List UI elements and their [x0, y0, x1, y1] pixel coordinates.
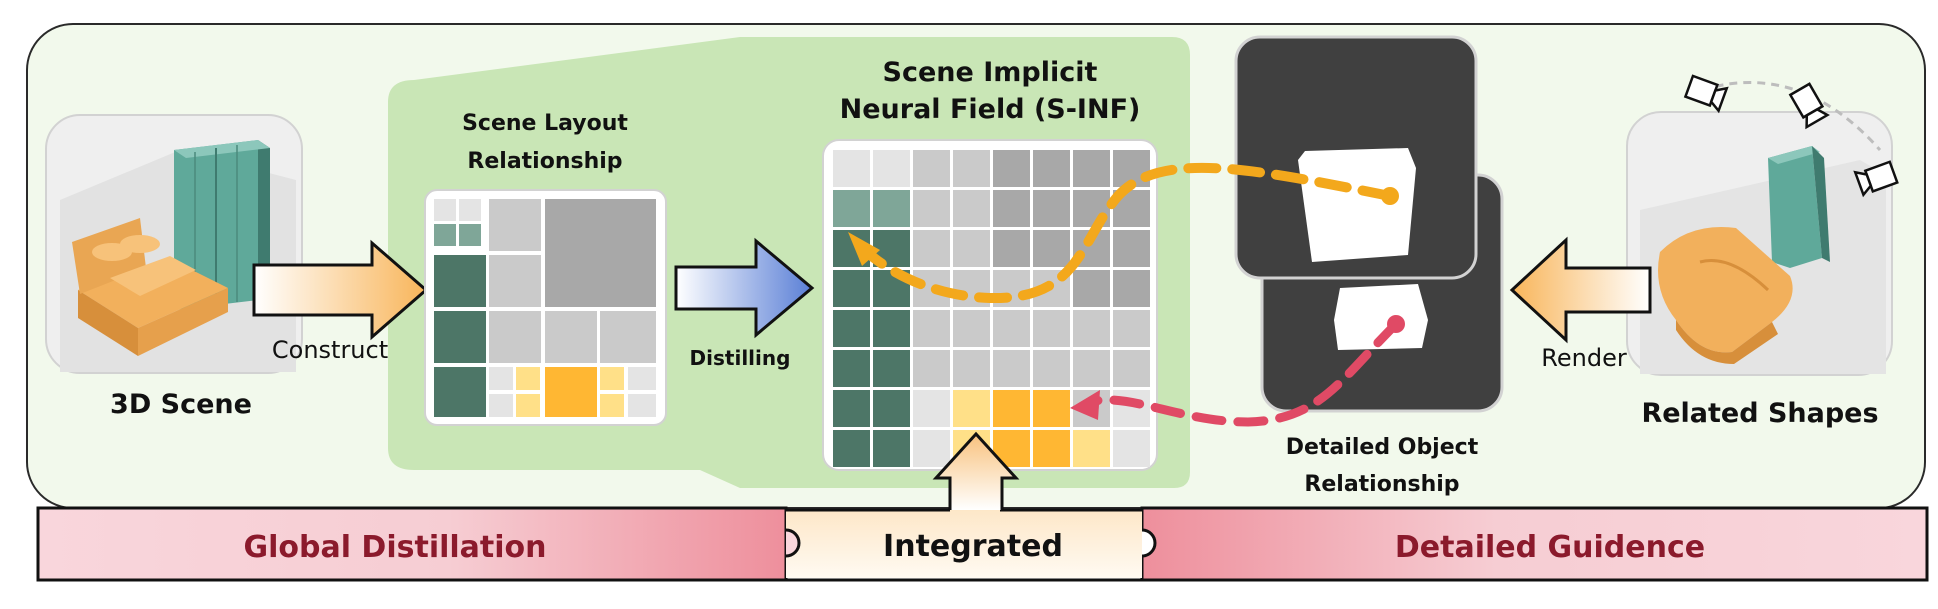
sinf-cell — [1113, 390, 1150, 427]
orange-arrowhead — [848, 232, 880, 266]
detailed-object-cards — [1234, 35, 1504, 413]
related-shapes-card — [1626, 74, 1899, 376]
sinf-cell — [953, 310, 990, 347]
render-label: Render — [1541, 344, 1627, 372]
sinf-cell — [993, 390, 1030, 427]
sinf-cell — [873, 390, 910, 427]
distilling-arrow — [674, 237, 815, 339]
sinf-cell — [1113, 230, 1150, 267]
sinf-cell — [953, 150, 990, 187]
layout-title-line1: Scene Layout — [462, 111, 628, 136]
integrated-box — [786, 510, 1142, 578]
scene-layout-matrix — [424, 189, 667, 426]
sinf-cell — [833, 190, 870, 227]
sinf-cell — [1113, 310, 1150, 347]
sinf-cell — [833, 390, 870, 427]
detailed-title-line2: Relationship — [1304, 472, 1459, 497]
sinf-cell — [873, 350, 910, 387]
render-arrow — [1509, 236, 1652, 344]
red-arrowhead — [1070, 390, 1100, 420]
sinf-cell — [1033, 190, 1070, 227]
integrated-arrow — [932, 431, 1020, 510]
sinf-cell — [1033, 230, 1070, 267]
dashed-arrow-icon — [1085, 319, 1401, 427]
sinf-cell — [1073, 270, 1110, 307]
detailed-guidence-band — [1140, 506, 1929, 582]
red-anchor-dot — [1387, 315, 1405, 333]
scene-3d-label: 3D Scene — [110, 389, 252, 420]
sinf-cell — [833, 430, 870, 467]
sinf-cell — [1073, 310, 1110, 347]
sinf-cell — [953, 390, 990, 427]
sinf-cell — [993, 230, 1030, 267]
object-silhouette-icon — [1334, 284, 1428, 350]
sinf-cell — [833, 310, 870, 347]
orange-anchor-dot — [1381, 187, 1399, 205]
sinf-matrix — [822, 139, 1158, 471]
sinf-cell — [913, 150, 950, 187]
sinf-cell — [833, 270, 870, 307]
sinf-cell — [1113, 430, 1150, 467]
puzzle-knob-left — [785, 528, 801, 558]
related-shapes-label: Related Shapes — [1641, 398, 1878, 429]
sinf-cell — [993, 350, 1030, 387]
camera-icon — [1853, 160, 1899, 198]
sinf-cell — [1033, 390, 1070, 427]
sinf-cell — [913, 310, 950, 347]
global-distillation-label: Global Distillation — [243, 530, 546, 565]
detailed-guidence-label: Detailed Guidence — [1395, 530, 1705, 565]
sinf-cell — [913, 390, 950, 427]
sinf-cell — [1073, 150, 1110, 187]
sinf-cell — [1033, 150, 1070, 187]
layout-title-line2: Relationship — [467, 149, 622, 174]
sinf-cell — [913, 230, 950, 267]
sinf-cell — [1073, 430, 1110, 467]
sinf-cell — [1033, 350, 1070, 387]
sinf-cell — [1033, 430, 1070, 467]
sinf-cell — [833, 350, 870, 387]
sinf-cell — [1033, 310, 1070, 347]
camera-icon — [1683, 74, 1729, 114]
bed-icon — [1658, 227, 1793, 364]
sinf-cell — [1113, 350, 1150, 387]
sinf-cell — [1073, 350, 1110, 387]
dashed-arrow-icon — [847, 162, 1395, 304]
construct-arrow — [252, 239, 429, 341]
sinf-cell — [833, 150, 870, 187]
sinf-cell — [913, 430, 950, 467]
global-distillation-band — [36, 506, 788, 582]
sinf-cell — [993, 190, 1030, 227]
sinf-cell — [873, 190, 910, 227]
sinf-cell — [993, 150, 1030, 187]
sinf-cell — [1113, 270, 1150, 307]
wardrobe-icon — [1768, 146, 1830, 268]
scene-3d-card — [45, 114, 303, 374]
sinf-cell — [873, 310, 910, 347]
distilling-label: Distilling — [690, 346, 791, 370]
sinf-title-line2: Neural Field (S-INF) — [840, 94, 1141, 125]
puzzle-knob-right — [1141, 528, 1157, 558]
sinf-cell — [873, 430, 910, 467]
camera-icon — [1788, 82, 1830, 130]
sinf-cell — [993, 310, 1030, 347]
sinf-cell — [953, 190, 990, 227]
detailed-title-line1: Detailed Object — [1286, 435, 1479, 460]
integrated-label: Integrated — [883, 529, 1063, 564]
sinf-cell — [913, 350, 950, 387]
sinf-cell — [873, 150, 910, 187]
sinf-cell — [953, 230, 990, 267]
bed-icon — [72, 218, 228, 356]
construct-label: Construct — [272, 336, 388, 364]
object-silhouette-icon — [1298, 148, 1416, 262]
sinf-cell — [913, 190, 950, 227]
sinf-cell — [953, 350, 990, 387]
sinf-title-line1: Scene Implicit — [883, 57, 1098, 88]
